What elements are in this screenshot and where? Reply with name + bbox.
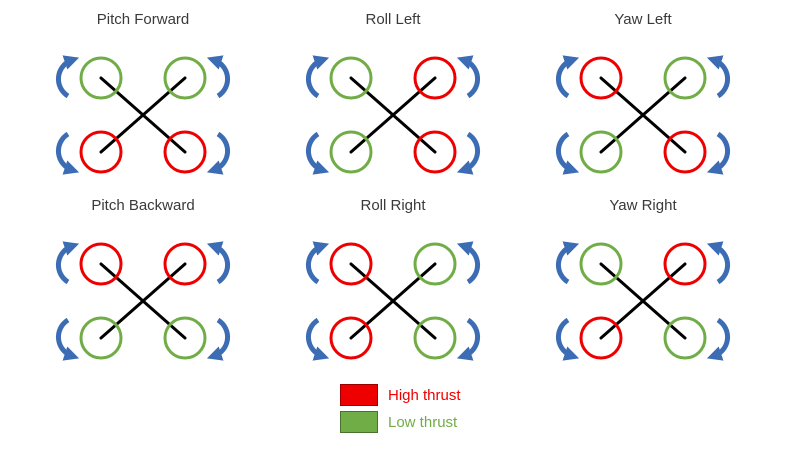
- rotor-bottom-right: [663, 316, 707, 360]
- rotation-arrow-top-left-icon: [305, 55, 330, 99]
- high-thrust-swatch: [340, 384, 378, 406]
- rotor-bottom-right: [663, 130, 707, 174]
- rotation-arrow-top-left-icon: [55, 55, 80, 99]
- rotor-bottom-left: [579, 316, 623, 360]
- rotation-arrow-top-right-icon: [706, 55, 731, 99]
- rotation-arrow-top-left-icon: [555, 241, 580, 285]
- rotor-bottom-left: [79, 316, 123, 360]
- rotor-top-right: [413, 56, 457, 100]
- rotation-arrow-top-right-icon: [456, 241, 481, 285]
- rotor-top-right: [663, 56, 707, 100]
- rotor-top-left: [579, 242, 623, 286]
- thrust-legend: High thrust Low thrust: [340, 384, 800, 433]
- rotor-top-right: [163, 56, 207, 100]
- rotation-arrow-top-left-icon: [305, 241, 330, 285]
- rotation-arrow-top-left-icon: [555, 55, 580, 99]
- rotor-top-left: [579, 56, 623, 100]
- quadcopter-diagram: [555, 55, 731, 175]
- diagram-cell-yaw-right: Yaw Right: [518, 194, 768, 380]
- rotation-arrow-bottom-right-icon: [706, 131, 731, 175]
- rotation-arrow-bottom-left-icon: [555, 317, 580, 361]
- rotor-top-left: [329, 242, 373, 286]
- rotation-arrow-bottom-left-icon: [55, 317, 80, 361]
- rotation-arrow-bottom-right-icon: [706, 317, 731, 361]
- rotation-arrow-bottom-left-icon: [55, 131, 80, 175]
- rotor-top-right: [163, 242, 207, 286]
- quadcopter-diagram: [55, 55, 231, 175]
- rotation-arrow-bottom-right-icon: [456, 131, 481, 175]
- rotor-bottom-left: [329, 316, 373, 360]
- rotor-bottom-left: [579, 130, 623, 174]
- rotor-bottom-left: [79, 130, 123, 174]
- legend-label: Low thrust: [388, 413, 458, 431]
- rotation-arrow-top-right-icon: [456, 55, 481, 99]
- rotor-bottom-right: [413, 130, 457, 174]
- diagram-cell-roll-right: Roll Right: [268, 194, 518, 380]
- rotor-bottom-right: [163, 130, 207, 174]
- rotor-top-left: [79, 242, 123, 286]
- rotation-arrow-bottom-left-icon: [305, 317, 330, 361]
- rotor-top-right: [663, 242, 707, 286]
- diagram-cell-roll-left: Roll Left: [268, 8, 518, 194]
- legend-label: High thrust: [388, 386, 461, 404]
- diagram-title: Roll Right: [360, 197, 426, 214]
- rotation-arrow-top-left-icon: [55, 241, 80, 285]
- quadcopter-diagram: [55, 241, 231, 361]
- diagram-cell-pitch-backward: Pitch Backward: [18, 194, 268, 380]
- rotation-arrow-bottom-right-icon: [206, 317, 231, 361]
- diagram-title: Pitch Forward: [96, 11, 190, 28]
- rotor-top-left: [79, 56, 123, 100]
- rotation-arrow-top-right-icon: [706, 241, 731, 285]
- legend-row-low-thrust: Low thrust: [340, 411, 800, 433]
- diagram-cell-pitch-forward: Pitch Forward: [18, 8, 268, 194]
- diagram-title: Pitch Backward: [91, 197, 195, 214]
- rotor-bottom-right: [163, 316, 207, 360]
- rotor-top-right: [413, 242, 457, 286]
- rotor-bottom-right: [413, 316, 457, 360]
- rotor-top-left: [329, 56, 373, 100]
- rotation-arrow-top-right-icon: [206, 241, 231, 285]
- rotation-arrow-top-right-icon: [206, 55, 231, 99]
- rotation-arrow-bottom-left-icon: [555, 131, 580, 175]
- quadcopter-diagram: [305, 55, 481, 175]
- diagram-title: Yaw Right: [609, 197, 677, 214]
- diagram-cell-yaw-left: Yaw Left: [518, 8, 768, 194]
- diagram-title: Yaw Left: [614, 11, 672, 28]
- quadcopter-diagram: [305, 241, 481, 361]
- rotation-arrow-bottom-right-icon: [206, 131, 231, 175]
- legend-row-high-thrust: High thrust: [340, 384, 800, 406]
- diagram-grid: Pitch Forward Roll Left Yaw Left Pitch B…: [18, 8, 768, 380]
- diagram-title: Roll Left: [365, 11, 421, 28]
- rotation-arrow-bottom-right-icon: [456, 317, 481, 361]
- rotation-arrow-bottom-left-icon: [305, 131, 330, 175]
- low-thrust-swatch: [340, 411, 378, 433]
- quadcopter-diagram: [555, 241, 731, 361]
- rotor-bottom-left: [329, 130, 373, 174]
